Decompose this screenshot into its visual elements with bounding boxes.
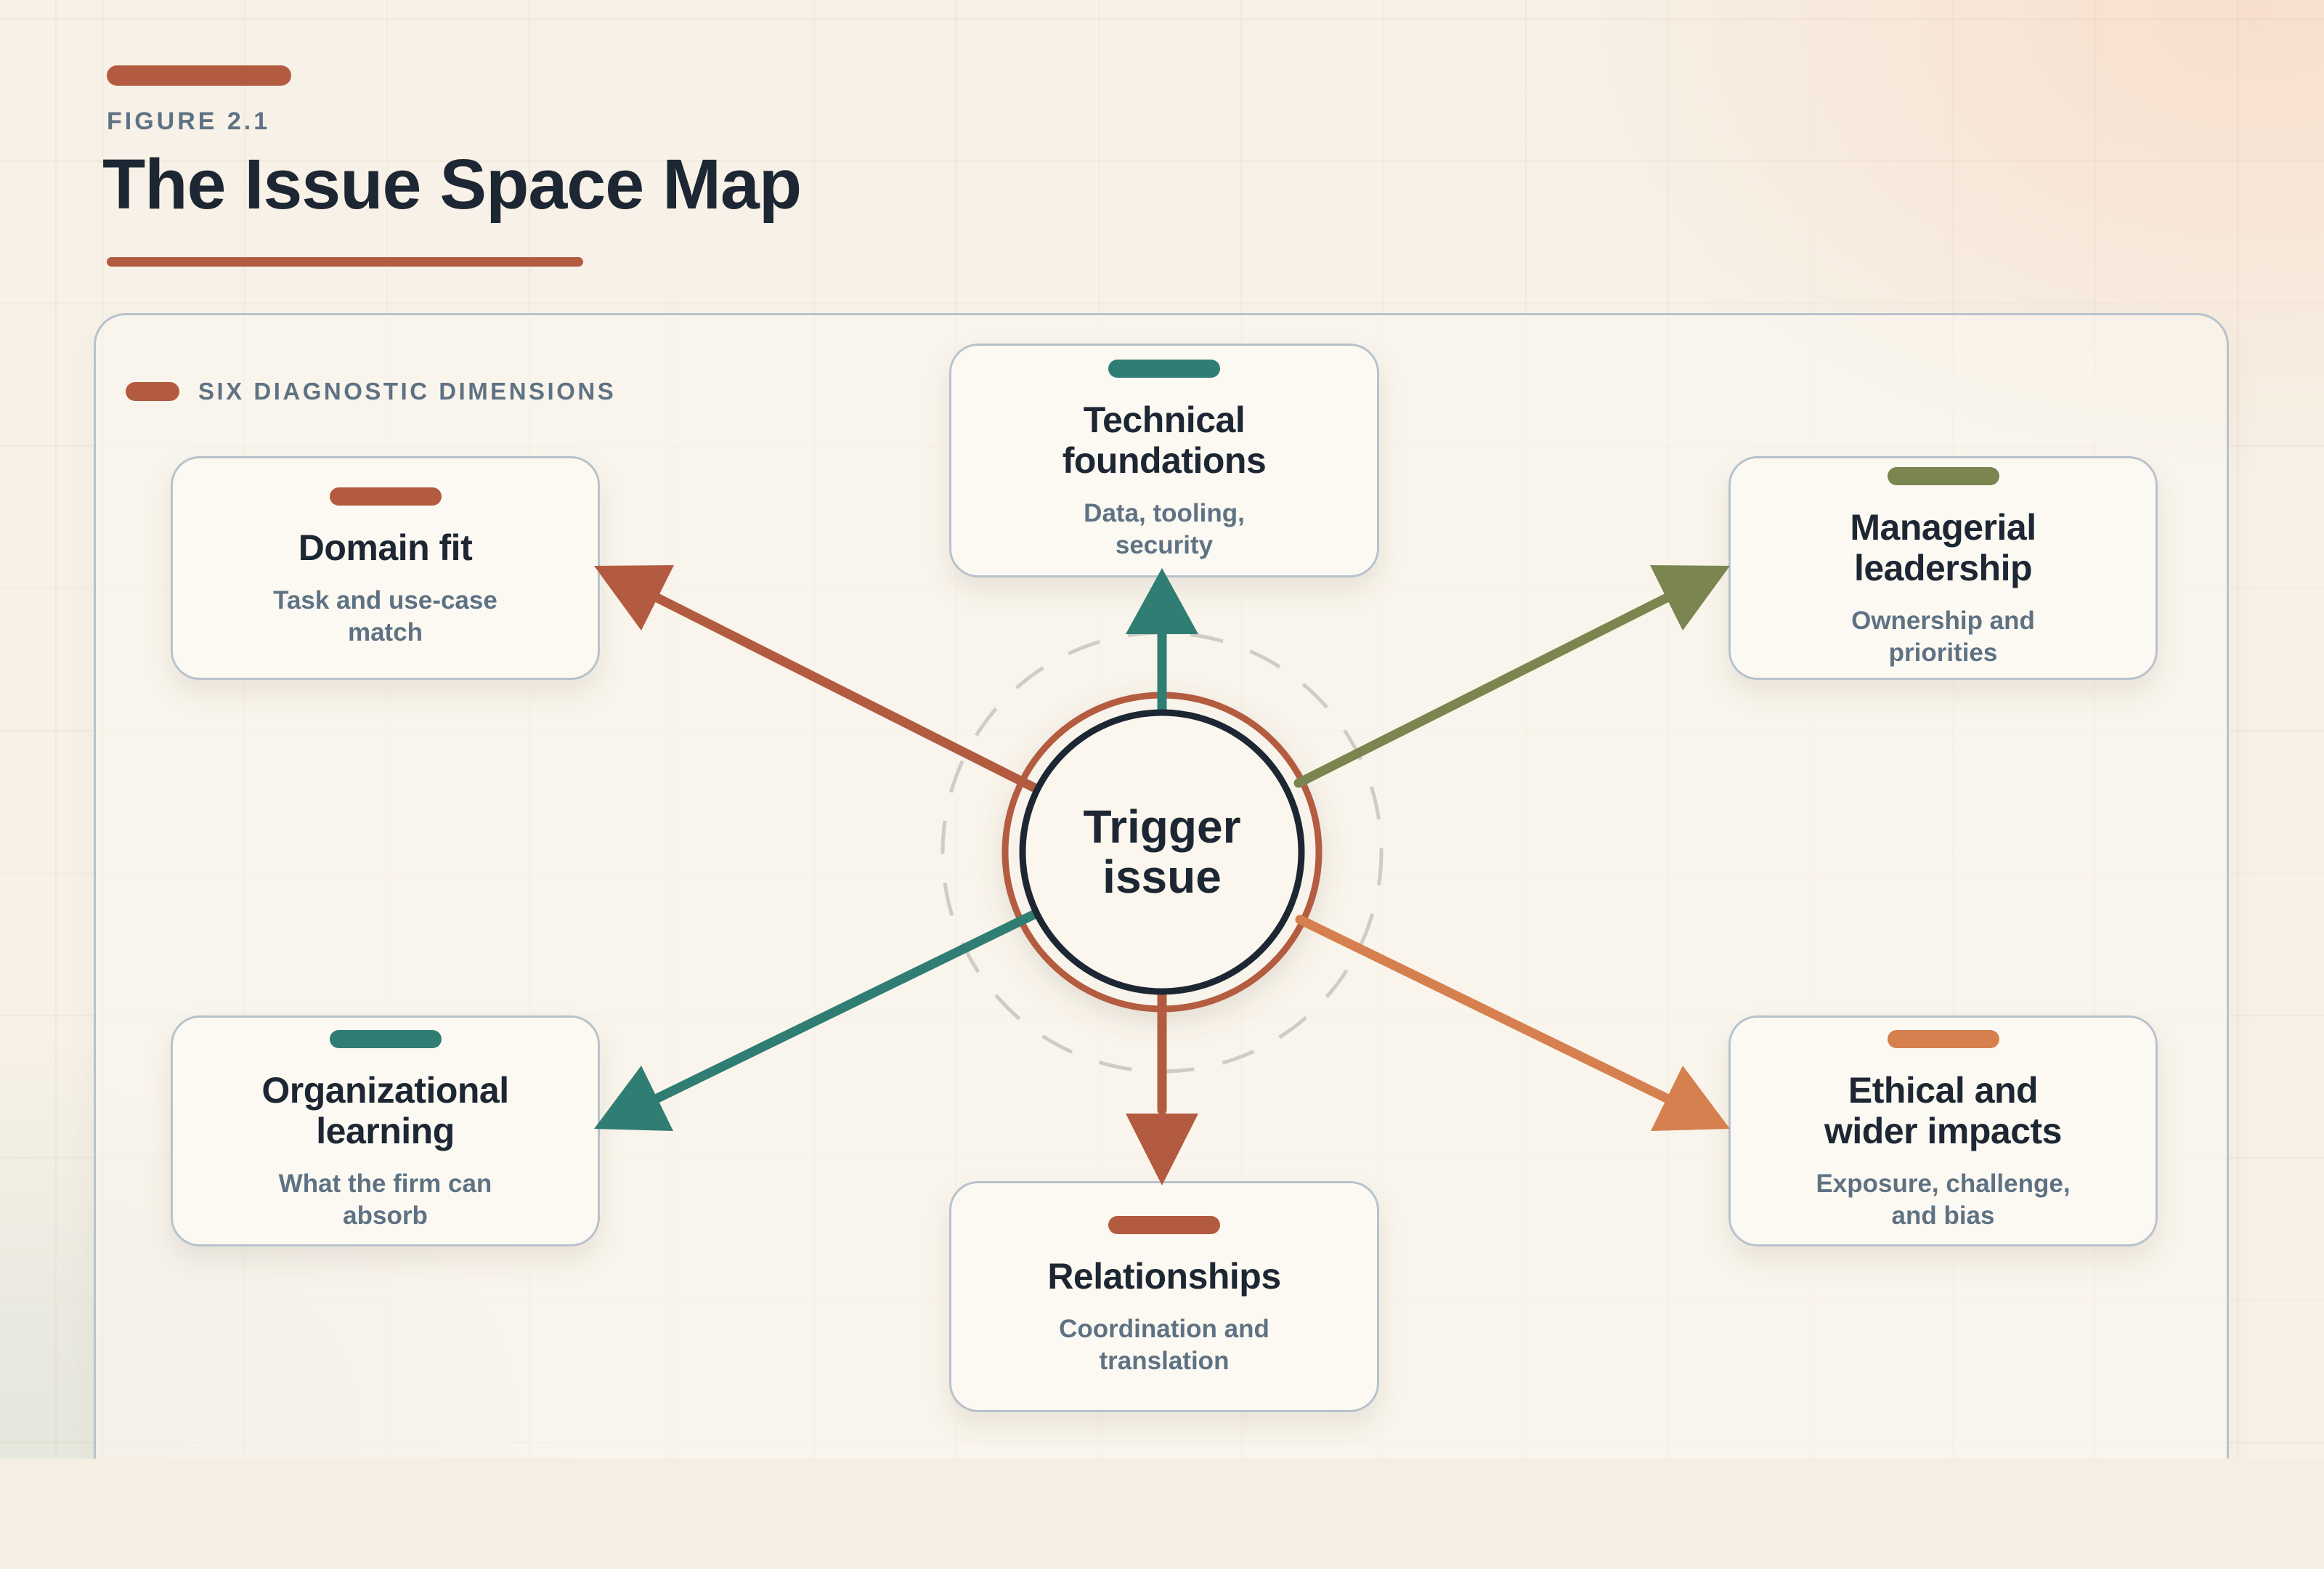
figure-page-background: FIGURE 2.1 The Issue Space Map SIX DIAGN… [0, 0, 2324, 1459]
card-accent-pill [1887, 1029, 1999, 1048]
trigger-issue-hub-label: Trigger issue [1083, 800, 1241, 903]
card-accent-pill [1108, 1216, 1220, 1235]
dimension-card-domain-fit: Domain fit Task and use-case match [171, 456, 600, 680]
card-title: Organizational learning [261, 1069, 509, 1152]
figure-eyebrow: FIGURE 2.1 [107, 108, 271, 135]
dimension-card-ethical-wider-impacts: Ethical and wider impacts Exposure, chal… [1728, 1015, 2158, 1246]
section-label-group: SIX DIAGNOSTIC DIMENSIONS [126, 378, 616, 405]
card-accent-pill [1887, 466, 1999, 485]
page-title: The Issue Space Map [102, 145, 802, 224]
header-accent-bar [107, 65, 291, 86]
card-subtitle: Ownership and priorities [1851, 606, 2035, 667]
dimension-card-managerial-leadership: Managerial leadership Ownership and prio… [1728, 456, 2158, 680]
card-subtitle: Exposure, challenge, and bias [1816, 1169, 2071, 1230]
dimension-card-technical-foundations: Technical foundations Data, tooling, sec… [949, 344, 1379, 577]
card-title: Ethical and wider impacts [1824, 1069, 2062, 1152]
card-title: Technical foundations [1062, 399, 1267, 482]
card-subtitle: Coordination and translation [1059, 1314, 1269, 1375]
card-title: Managerial leadership [1850, 506, 2036, 589]
card-title: Domain fit [298, 527, 473, 569]
dimension-card-organizational-learning: Organizational learning What the firm ca… [171, 1015, 600, 1246]
card-accent-pill [1108, 359, 1220, 378]
card-subtitle: Data, tooling, security [1084, 498, 1245, 559]
dimension-card-relationships: Relationships Coordination and translati… [949, 1181, 1379, 1412]
section-label: SIX DIAGNOSTIC DIMENSIONS [198, 378, 617, 405]
card-subtitle: Task and use-case match [273, 585, 497, 646]
card-accent-pill [329, 487, 442, 506]
title-underline [107, 257, 583, 267]
card-title: Relationships [1047, 1256, 1281, 1297]
card-accent-pill [329, 1029, 442, 1048]
card-subtitle: What the firm can absorb [278, 1169, 492, 1230]
section-label-pill [126, 382, 179, 401]
